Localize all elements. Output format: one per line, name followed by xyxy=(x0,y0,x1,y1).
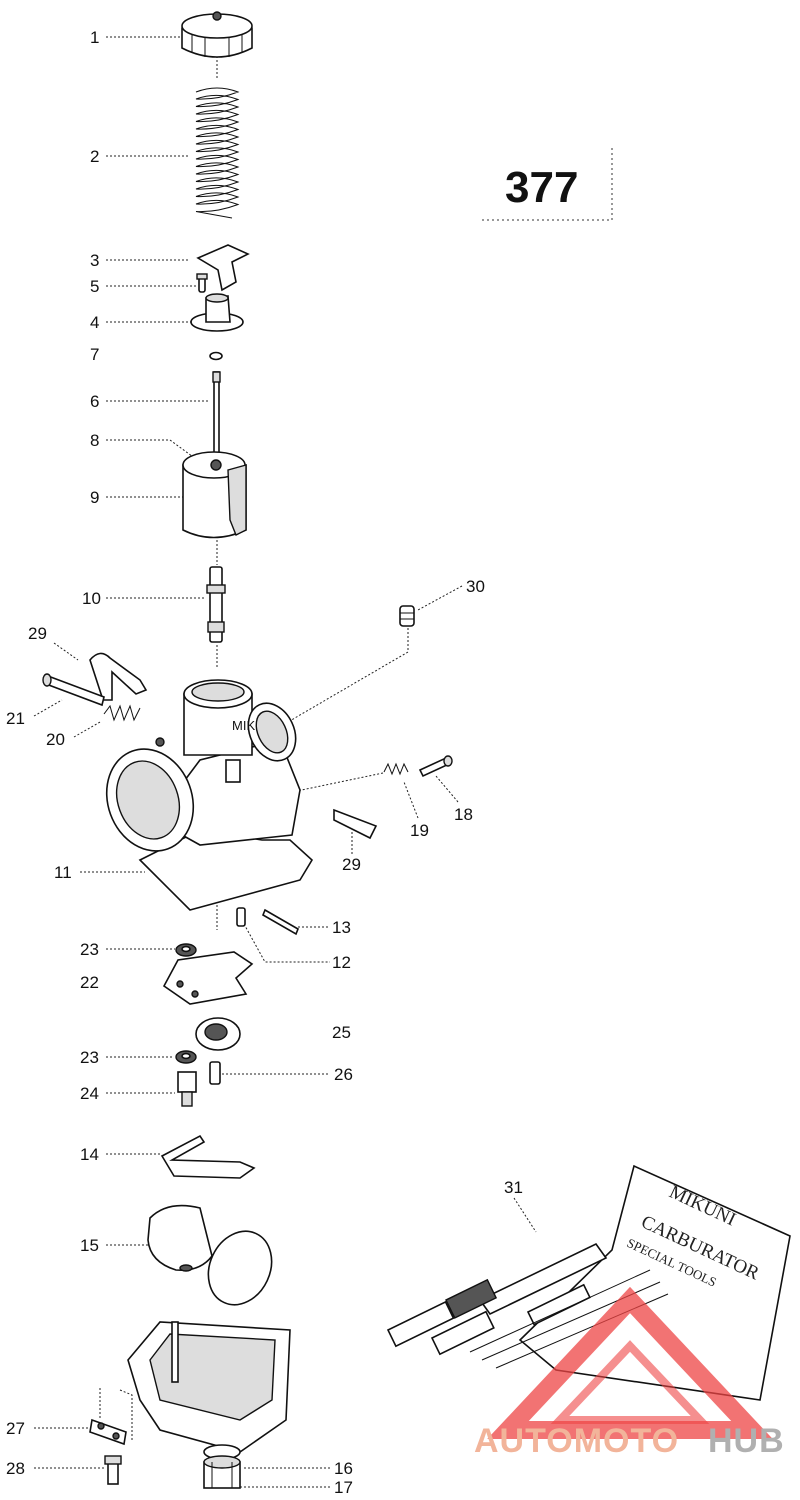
bowl-screw-part xyxy=(104,1455,122,1485)
callout-14: 14 xyxy=(80,1145,99,1164)
callout-30: 30 xyxy=(466,577,485,596)
pilot-jet-part xyxy=(209,1061,221,1085)
clip-plate-part xyxy=(196,244,250,292)
watermark-text-hub: HUB xyxy=(708,1422,785,1460)
reference-block: 377 xyxy=(482,148,613,221)
callout-17: 17 xyxy=(334,1478,353,1497)
callout-21: 21 xyxy=(6,709,25,728)
air-screw-part xyxy=(418,755,453,778)
callout-10: 10 xyxy=(82,589,101,608)
body-marking: MIK xyxy=(232,718,255,733)
callout-6: 6 xyxy=(90,392,99,411)
cap-part xyxy=(181,11,253,58)
callout-28: 28 xyxy=(6,1459,25,1478)
callout-2: 2 xyxy=(90,147,99,166)
parts: MIK xyxy=(42,11,791,1489)
callout-8: 8 xyxy=(90,431,99,450)
watermark-text-automoto: AUTOMOTO xyxy=(474,1422,679,1460)
callout-25: 25 xyxy=(332,1023,351,1042)
bracket-part xyxy=(89,1418,127,1446)
reference-number: 377 xyxy=(505,163,578,212)
spring-part xyxy=(195,87,240,219)
callout-5: 5 xyxy=(90,277,99,296)
carburetor-body-part: MIK xyxy=(105,679,314,911)
callout-11: 11 xyxy=(54,863,72,882)
baffle-plate-part xyxy=(162,951,254,1005)
callout-15: 15 xyxy=(80,1236,99,1255)
watermark-triangle xyxy=(487,1286,773,1439)
callout-23-lower: 23 xyxy=(80,1048,99,1067)
washer-upper-part xyxy=(175,943,197,957)
callout-12: 12 xyxy=(332,953,351,972)
drain-plug-part xyxy=(203,1444,241,1489)
main-jet-part xyxy=(177,1071,197,1107)
callout-20: 20 xyxy=(46,730,65,749)
callout-19: 19 xyxy=(410,821,429,840)
jet-needle-part xyxy=(212,371,221,465)
tool-kit-part: MIKUNI CARBURATOR SPECIAL TOOLS xyxy=(386,1164,791,1401)
air-screw-cap-part xyxy=(399,605,415,627)
callout-7: 7 xyxy=(90,345,99,364)
float-arm-part xyxy=(160,1134,256,1179)
callout-1: 1 xyxy=(90,28,99,47)
needle-holder-part xyxy=(190,293,244,332)
callout-13: 13 xyxy=(332,918,351,937)
idle-spring-part xyxy=(103,704,141,722)
air-screw-spring-part xyxy=(383,762,409,776)
float-right-part xyxy=(207,1230,273,1306)
callout-24: 24 xyxy=(80,1084,99,1103)
watermark: AUTOMOTO HUB xyxy=(474,1286,785,1460)
washer-lower-part xyxy=(175,1050,197,1064)
needle-jet-part xyxy=(206,566,226,643)
float-bowl-part xyxy=(127,1321,291,1453)
callout-4: 4 xyxy=(90,313,99,332)
callout-9: 9 xyxy=(90,488,99,507)
callout-3: 3 xyxy=(90,251,99,270)
callout-26: 26 xyxy=(334,1065,353,1084)
callout-29-hose: 29 xyxy=(28,624,47,643)
ring-nut-part xyxy=(195,1017,241,1051)
callout-29-tube: 29 xyxy=(342,855,361,874)
e-clip-part xyxy=(209,351,223,361)
leader-lines xyxy=(33,36,537,1488)
drain-tube-part xyxy=(333,808,378,840)
callout-31: 31 xyxy=(504,1178,523,1197)
float-pin-part xyxy=(261,908,300,936)
callout-23-upper: 23 xyxy=(80,940,99,959)
callout-labels: 1 2 3 5 4 7 6 8 9 10 30 29 21 20 18 19 2… xyxy=(6,28,523,1497)
idle-screw-part xyxy=(42,673,105,707)
needle-valve-part xyxy=(236,907,246,927)
vent-hose-part xyxy=(89,652,148,701)
callout-16: 16 xyxy=(334,1459,353,1478)
callout-18: 18 xyxy=(454,805,473,824)
float-left-part xyxy=(147,1204,213,1272)
callout-22: 22 xyxy=(80,973,99,992)
small-screw-part xyxy=(196,273,208,293)
throttle-valve-part xyxy=(182,451,247,539)
callout-27: 27 xyxy=(6,1419,25,1438)
